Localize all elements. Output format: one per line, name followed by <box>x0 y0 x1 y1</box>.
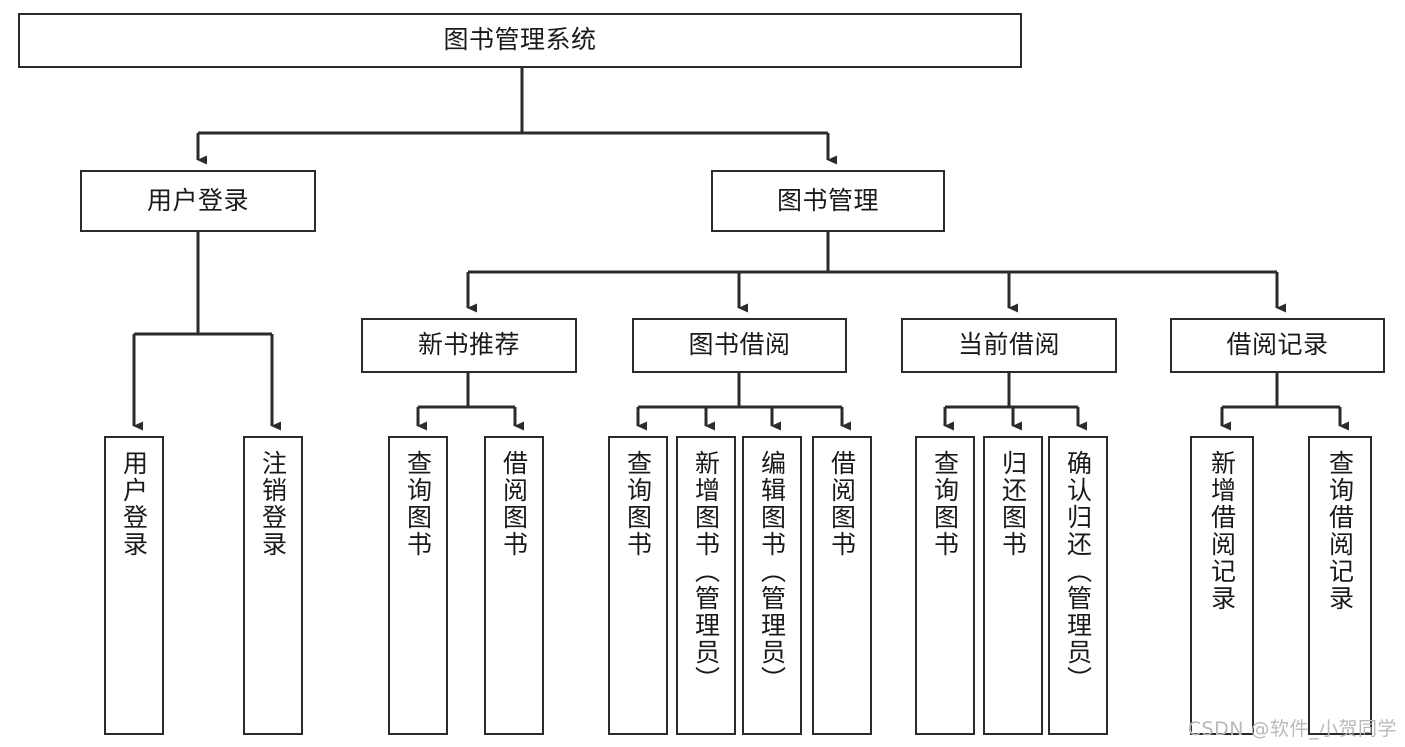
node-book-borrow-label: 图书借阅 <box>688 330 791 360</box>
node-leaf-edit-book[interactable]: 编辑图书（管理员） <box>742 436 802 735</box>
node-leaf-add-book-label: 新增图书（管理员） <box>691 450 721 693</box>
node-leaf-query-book-3[interactable]: 查询图书 <box>915 436 975 735</box>
node-leaf-query-book-2[interactable]: 查询图书 <box>608 436 668 735</box>
node-user-login-label: 用户登录 <box>146 185 249 215</box>
watermark-text: CSDN @软件_小贺同学 <box>1187 718 1397 740</box>
node-leaf-confirm-return-label: 确认归还（管理员） <box>1063 450 1093 693</box>
node-new-book-recommend-label: 新书推荐 <box>417 330 520 360</box>
node-leaf-edit-book-label: 编辑图书（管理员） <box>757 450 787 693</box>
node-leaf-return-book[interactable]: 归还图书 <box>983 436 1043 735</box>
node-leaf-query-book-1[interactable]: 查询图书 <box>388 436 448 735</box>
node-leaf-add-book[interactable]: 新增图书（管理员） <box>676 436 736 735</box>
node-root-label: 图书管理系统 <box>443 25 597 55</box>
node-borrow-record-label: 借阅记录 <box>1226 330 1329 360</box>
node-book-manage-label: 图书管理 <box>776 185 879 215</box>
node-leaf-add-borrow-record[interactable]: 新增借阅记录 <box>1190 436 1254 735</box>
node-book-manage[interactable]: 图书管理 <box>711 170 945 232</box>
node-leaf-return-book-label: 归还图书 <box>998 450 1028 558</box>
node-current-borrow[interactable]: 当前借阅 <box>901 318 1117 373</box>
node-leaf-query-borrow-record-label: 查询借阅记录 <box>1325 450 1355 612</box>
node-leaf-user-login[interactable]: 用户登录 <box>104 436 164 735</box>
node-leaf-user-logout-label: 注销登录 <box>258 450 288 558</box>
node-new-book-recommend[interactable]: 新书推荐 <box>361 318 577 373</box>
node-leaf-borrow-book-1[interactable]: 借阅图书 <box>484 436 544 735</box>
node-leaf-query-book-1-label: 查询图书 <box>403 450 433 558</box>
node-current-borrow-label: 当前借阅 <box>957 330 1060 360</box>
node-leaf-add-borrow-record-label: 新增借阅记录 <box>1207 450 1237 612</box>
node-leaf-borrow-book-1-label: 借阅图书 <box>499 450 529 558</box>
node-leaf-query-book-3-label: 查询图书 <box>930 450 960 558</box>
node-leaf-user-login-label: 用户登录 <box>119 450 149 558</box>
node-leaf-user-logout[interactable]: 注销登录 <box>243 436 303 735</box>
node-borrow-record[interactable]: 借阅记录 <box>1170 318 1385 373</box>
node-leaf-confirm-return[interactable]: 确认归还（管理员） <box>1048 436 1108 735</box>
node-leaf-borrow-book-2[interactable]: 借阅图书 <box>812 436 872 735</box>
node-leaf-borrow-book-2-label: 借阅图书 <box>827 450 857 558</box>
node-leaf-query-book-2-label: 查询图书 <box>623 450 653 558</box>
node-book-borrow[interactable]: 图书借阅 <box>632 318 847 373</box>
node-root[interactable]: 图书管理系统 <box>18 13 1022 68</box>
node-user-login[interactable]: 用户登录 <box>80 170 316 232</box>
node-leaf-query-borrow-record[interactable]: 查询借阅记录 <box>1308 436 1372 735</box>
